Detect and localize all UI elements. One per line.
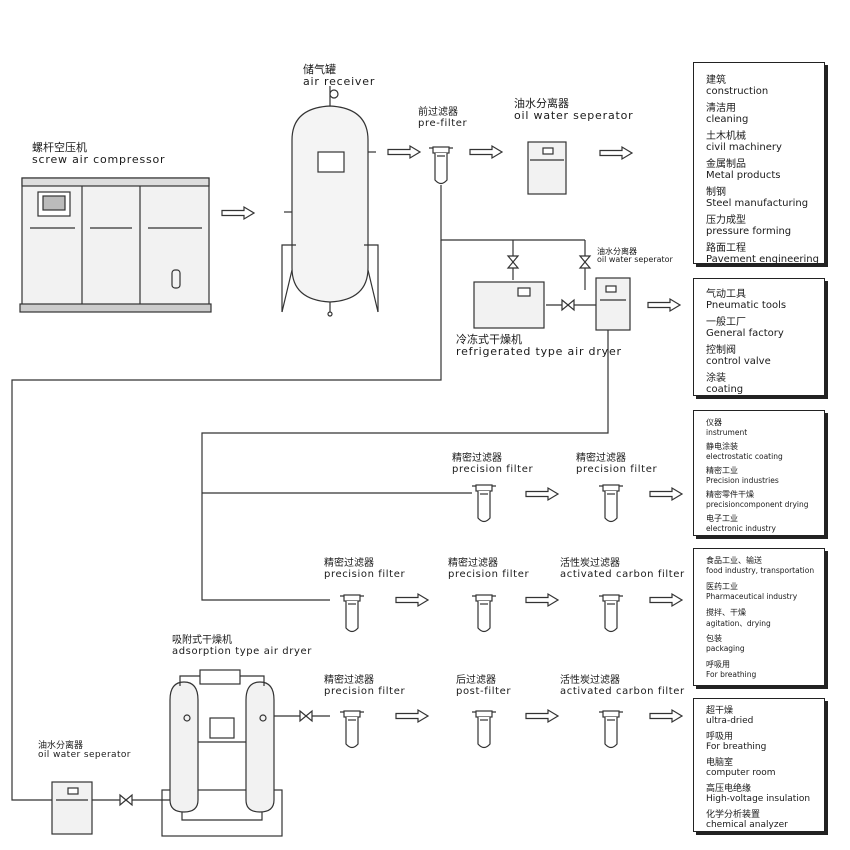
prefilter-label: 前过滤器 pre-filter (418, 107, 468, 129)
ads-dryer-label: 吸附式干燥机 adsorption type air dryer (172, 635, 312, 657)
ows-top-label: 油水分离器 oil water seperator (514, 97, 634, 122)
ref-dryer-label: 冷冻式干燥机 refrigerated type air dryer (456, 333, 622, 358)
compressor-label: 螺杆空压机 screw air compressor (32, 141, 166, 166)
air-receiver-icon (281, 86, 379, 317)
ows-mid-label: 油水分离器 oil water seperator (597, 247, 673, 265)
row2-pf2-label: 精密过滤器 precision filter (448, 558, 530, 580)
row3-ac-label: 活性炭过滤器 activated carbon filter (560, 675, 685, 697)
ows-bottom-label: 油水分离器 oil water seperator (38, 741, 131, 761)
row2-ac-label: 活性炭过滤器 activated carbon filter (560, 558, 685, 580)
screw-compressor-icon (19, 177, 212, 313)
mid-oil-water-separator-icon (595, 277, 631, 331)
receiver-label: 储气罐 air receiver (303, 63, 376, 88)
adsorption-dryer-icon (161, 669, 283, 837)
bottom-oil-water-separator-icon (51, 781, 93, 835)
refrigerated-dryer-icon (473, 281, 545, 329)
row2-pf1-label: 精密过滤器 precision filter (324, 558, 406, 580)
oil-water-separator-icon (527, 141, 567, 195)
row3-pf-label: 精密过滤器 precision filter (324, 675, 406, 697)
row1-pf2-label: 精密过滤器 precision filter (576, 453, 658, 475)
row1-pf1-label: 精密过滤器 precision filter (452, 453, 534, 475)
row3-post-label: 后过滤器 post-filter (456, 675, 512, 697)
